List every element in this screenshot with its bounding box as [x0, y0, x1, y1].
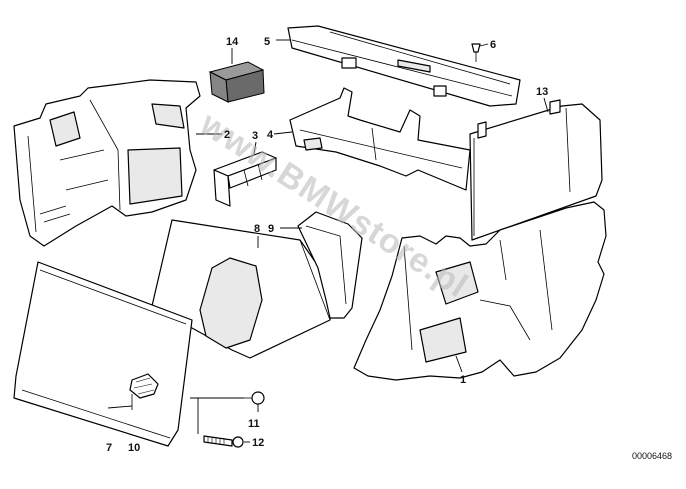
- label-14: 14: [226, 36, 239, 48]
- part-14-foam-block: [208, 61, 265, 103]
- part-13-cover-board: [469, 99, 603, 241]
- part-8-mat-panel: [151, 219, 333, 359]
- part-4-rear-trim-panel: [289, 87, 471, 191]
- label-5: 5: [264, 36, 270, 48]
- part-5-rear-panel-trim: [287, 25, 521, 107]
- label-12: 12: [252, 437, 264, 449]
- part-6-clip: [471, 43, 481, 62]
- label-10: 10: [128, 442, 140, 454]
- part-3-bracket: [213, 151, 277, 207]
- part-7-floor-panel: [13, 261, 193, 447]
- leader-lines: [107, 39, 549, 443]
- part-1-right-side-trim: [353, 201, 607, 381]
- label-4: 4: [267, 129, 274, 141]
- part-12-bolt: [203, 435, 244, 448]
- image-code: 00006468: [632, 451, 672, 461]
- label-13: 13: [536, 86, 548, 98]
- label-8: 8: [254, 223, 260, 235]
- left-side-trim-panel: [13, 79, 201, 247]
- label-3: 3: [252, 130, 258, 142]
- label-1: 1: [460, 374, 466, 386]
- label-9: 9: [268, 223, 274, 235]
- label-7: 7: [106, 442, 112, 454]
- part-10-clip: [129, 373, 159, 410]
- label-6: 6: [490, 39, 496, 51]
- label-11: 11: [248, 418, 260, 430]
- part-11-screw: [244, 391, 265, 405]
- part-9-insert-panel: [297, 211, 363, 319]
- label-2: 2: [224, 129, 230, 141]
